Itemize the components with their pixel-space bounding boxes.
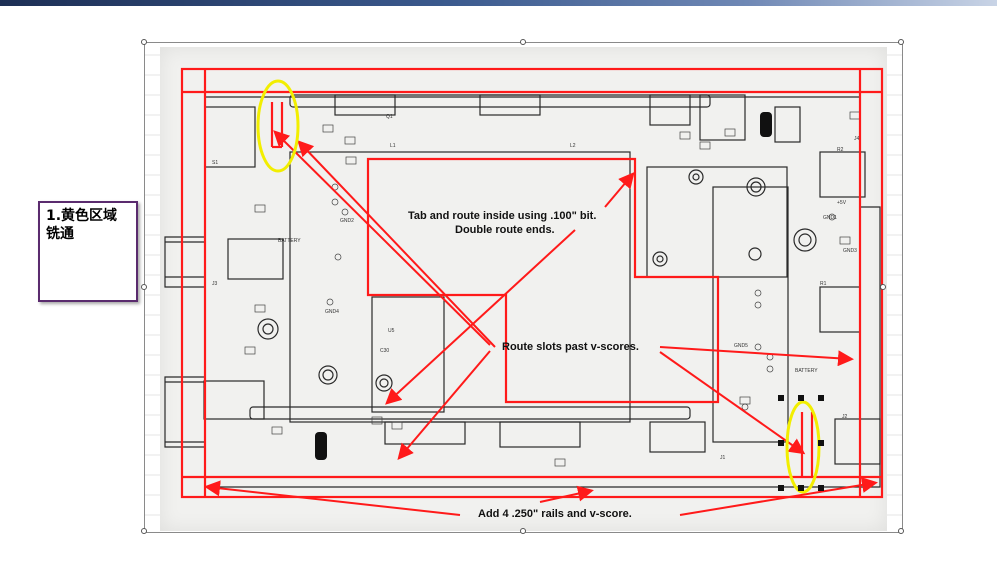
shape-handle[interactable] xyxy=(818,395,824,401)
callout-line-2: 铣通 xyxy=(46,226,74,242)
annotation-tab-route-2: Double route ends. xyxy=(455,224,555,236)
shape-selection-box[interactable] xyxy=(778,395,824,491)
label-j4: J4 xyxy=(854,136,860,142)
annotation-add-rails: Add 4 .250" rails and v-score. xyxy=(478,508,632,520)
shape-handle[interactable] xyxy=(778,395,784,401)
annotation-arrows xyxy=(204,130,878,516)
callout-text: 1.黄色区域 铣通 xyxy=(46,207,117,243)
annotation-tab-route-1: Tab and route inside using .100" bit. xyxy=(408,210,596,222)
label-gnd5: GND5 xyxy=(734,343,748,349)
label-u5: U5 xyxy=(388,328,395,334)
shape-handle[interactable] xyxy=(778,485,784,491)
route-markup xyxy=(180,67,884,499)
label-j1: J1 xyxy=(720,455,726,461)
resize-handle-top-right[interactable] xyxy=(898,39,904,45)
pcb-image-frame[interactable]: BATTERY BATTERY U5 C30 GND1 GND2 GND3 GN… xyxy=(141,39,904,534)
callout-line-1: 1.黄色区域 xyxy=(46,208,118,224)
highlight-ellipses xyxy=(256,79,821,494)
label-s1: S1 xyxy=(212,160,218,166)
resize-handle-bottom-left[interactable] xyxy=(141,528,147,534)
shape-handle[interactable] xyxy=(818,485,824,491)
resize-handle-bottom[interactable] xyxy=(520,528,526,534)
shape-handle[interactable] xyxy=(778,440,784,446)
label-l1: L1 xyxy=(390,143,396,149)
label-gnd4: GND4 xyxy=(325,309,339,315)
label-gnd1: GND1 xyxy=(823,215,837,221)
label-gnd2: GND2 xyxy=(340,218,354,224)
label-5v: +5V xyxy=(837,200,847,206)
title-bar xyxy=(0,0,997,6)
label-c30: C30 xyxy=(380,348,389,354)
resize-handle-bottom-right[interactable] xyxy=(898,528,904,534)
pcb-photo: BATTERY BATTERY U5 C30 GND1 GND2 GND3 GN… xyxy=(160,47,887,531)
label-r2: R2 xyxy=(837,147,844,153)
callout-box[interactable]: 1.黄色区域 铣通 xyxy=(38,201,138,302)
annotation-route-slots: Route slots past v-scores. xyxy=(502,341,639,353)
label-r1: R1 xyxy=(820,281,827,287)
label-l2: L2 xyxy=(570,143,576,149)
label-q1: Q1 xyxy=(386,114,393,120)
shape-handle[interactable] xyxy=(818,440,824,446)
resize-handle-top[interactable] xyxy=(520,39,526,45)
label-j2: J2 xyxy=(842,414,848,420)
label-j3: J3 xyxy=(212,281,218,287)
label-battery-bottom: BATTERY xyxy=(795,368,818,374)
resize-handle-top-left[interactable] xyxy=(141,39,147,45)
label-gnd3: GND3 xyxy=(843,248,857,254)
label-battery-top: BATTERY xyxy=(278,238,301,244)
pcb-drawing: BATTERY BATTERY U5 C30 GND1 GND2 GND3 GN… xyxy=(164,67,884,520)
resize-handle-right[interactable] xyxy=(880,284,886,290)
shape-handle[interactable] xyxy=(798,485,804,491)
resize-handle-left[interactable] xyxy=(141,284,147,290)
shape-handle[interactable] xyxy=(798,395,804,401)
